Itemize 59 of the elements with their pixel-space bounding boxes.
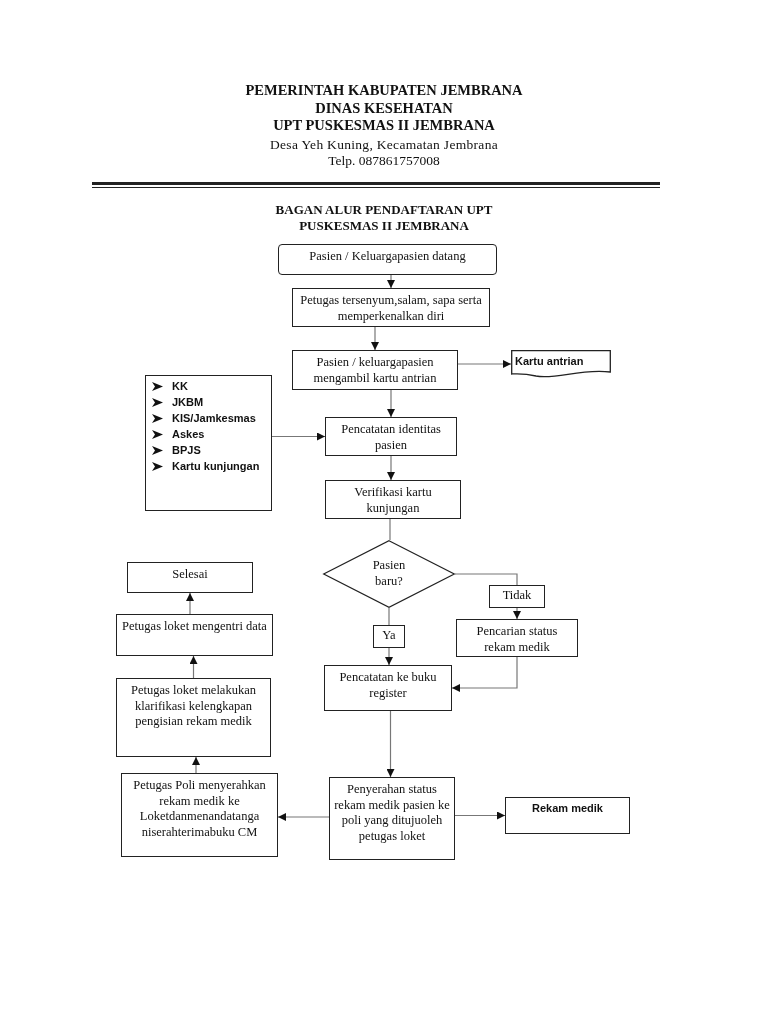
node-text: Petugas loket melakukan klarifikasi kelengkapan pengisian rekam medik [130,683,257,730]
arrow [387,274,395,289]
process-box [324,665,452,711]
arrow [271,432,326,441]
node-text: Petugas Poli menyerahkan rekam medik ke Loketdanmenandatanga niserahterimabuku CM [132,778,267,841]
process-box [456,619,578,657]
node-text: Pasien / keluargapasien mengambil kartu antrian [312,355,438,387]
node-text: Selesai [172,567,208,583]
list-item: BPJS [172,442,201,458]
node-text: Petugas tersenyum,salam, sapa serta memperkenalkan diri [299,293,483,325]
list-item: KK [172,379,188,394]
arrow [186,592,194,615]
edge-label: Tidak [489,584,545,608]
node-text: Pasien baru? [371,558,407,590]
letterhead-contact: Desa Yeh Kuning, Kecamatan Jembrana [269,137,499,153]
node-text: Verifikasi kartu kunjungan [353,485,433,517]
process-box [127,562,253,593]
process-box [325,480,461,519]
node-text: Pasien / Keluargapasien datang [309,249,466,265]
node-text: Pencatatan identitas pasien [340,422,442,454]
node-text: Penyerahan status rekam medik pasien ke poli yang ditujuoleh petugas loket [334,782,450,845]
arrow [386,710,395,778]
arrow [451,656,518,692]
node-text: Petugas loket mengentri data [122,619,267,635]
process-box [121,773,278,857]
document-shape [511,350,611,378]
edge-label: Ya [373,624,405,648]
arrow [454,811,506,820]
terminal-box [278,244,497,275]
list-item: Kartu kunjungan [172,458,260,474]
decision-diamond [323,540,455,608]
process-box [292,288,490,327]
arrow [387,455,395,481]
arrow [277,813,330,821]
process-box [329,777,455,860]
node-text: Pencatatan ke buku register [338,670,438,702]
arrow [387,389,395,418]
letterhead-title: DINAS KESEHATAN [314,100,454,117]
process-box [292,350,458,390]
letterhead-title: UPT PUSKESMAS II JEMBRANA [272,117,496,134]
process-box [505,797,630,834]
letterhead-title: PEMERINTAH KABUPATEN JEMBRANA [244,82,524,99]
arrow [457,360,512,368]
node-text: Pencarian status rekam medik [475,624,559,656]
process-box [116,614,273,656]
node-text: Rekam medik [532,802,603,816]
process-box [325,417,457,456]
list-item: KIS/Jamkesmas [172,410,256,426]
letterhead-contact: Telp. 087861757008 [327,153,441,169]
diagram-title: BAGAN ALUR PENDAFTARAN UPT PUSKESMAS II JEMBRANA [274,202,494,235]
list-item: JKBM [172,394,204,410]
list-item: Askes [172,426,205,442]
arrow [189,655,198,679]
list-box [145,375,272,511]
arrow [192,756,200,774]
node-text: Kartu antrian [515,355,584,369]
process-box [116,678,271,757]
connector-line [389,518,391,541]
arrow [371,326,379,351]
